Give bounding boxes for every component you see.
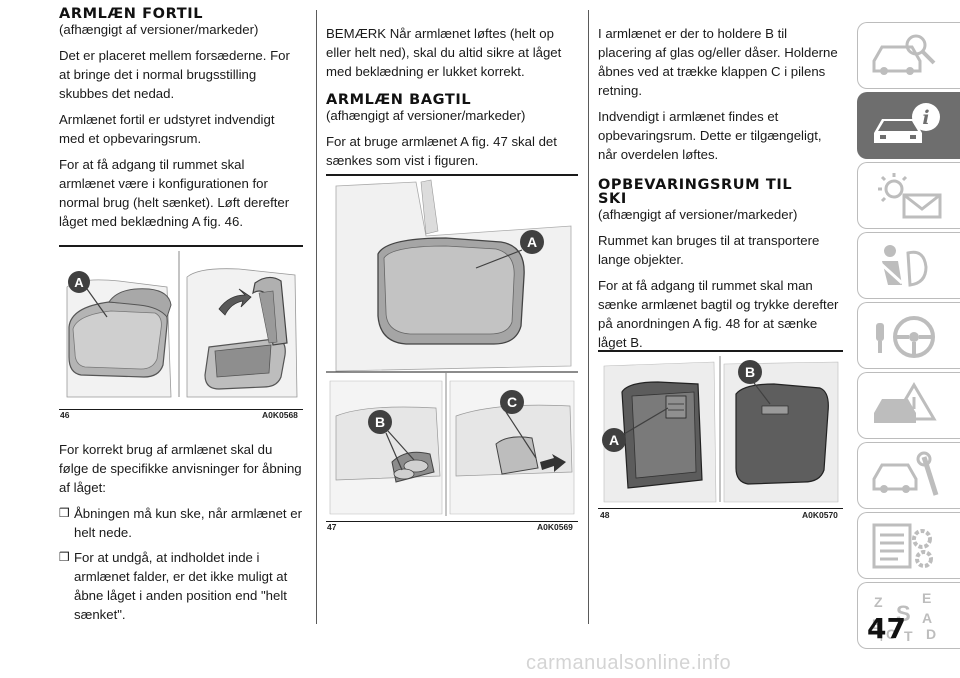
- heading-ski-compartment: OPBEVARINGSRUM TIL SKI: [598, 177, 843, 207]
- column-divider: [316, 10, 317, 624]
- figure-47: A B C: [326, 174, 578, 522]
- subheading-versions: (afhængigt af versioner/markeder): [326, 108, 526, 123]
- page-number: 47: [867, 612, 906, 645]
- armrest-rear-section: BEMÆRK Når armlænet løftes (helt op elle…: [326, 24, 578, 177]
- figure-48-number: 48: [600, 510, 610, 520]
- specifications-icon: [872, 523, 933, 569]
- figure-47-number: 47: [327, 522, 337, 532]
- checkbox-bullet-icon: ❒: [59, 506, 70, 520]
- figure-46-number: 46: [60, 410, 70, 420]
- paragraph: Rummet kan bruges til at transportere la…: [598, 233, 820, 267]
- figure-48-code: A0K0570: [802, 510, 838, 520]
- checkbox-bullet-icon: ❒: [59, 550, 70, 564]
- tab-index[interactable]: Z E S A B C T D I: [857, 582, 960, 649]
- armrest-rear-illustration: A B C: [326, 179, 578, 516]
- index-letter: E: [922, 590, 931, 606]
- tab-car-search[interactable]: [857, 22, 960, 89]
- bullet-text: Åbningen må kun ske, når armlænet er hel…: [74, 506, 302, 540]
- paragraph: For at få adgang til rummet skal man sæn…: [598, 278, 839, 350]
- paragraph: For at få adgang til rummet skal armlæne…: [59, 157, 290, 229]
- paragraph: Det er placeret mellem forsæderne. For a…: [59, 48, 290, 101]
- tab-car-info[interactable]: i: [857, 92, 960, 159]
- bullet-item: ❒ For at undgå, at indholdet inde i arml…: [59, 548, 303, 624]
- column-divider: [588, 10, 589, 624]
- lift-arrow-icon: [218, 288, 252, 316]
- airbag-safety-icon: [878, 245, 928, 287]
- paragraph: I armlænet er der to holdere B til place…: [598, 26, 838, 98]
- heading-line-1: OPBEVARINGSRUM TIL: [598, 177, 793, 193]
- note-paragraph: BEMÆRK Når armlænet løftes (helt op elle…: [326, 26, 562, 79]
- callout-a: A: [609, 432, 619, 448]
- subheading-versions: (afhængigt af versioner/markeder): [598, 207, 798, 222]
- emergency-icon: [874, 382, 937, 423]
- car-search-icon: [872, 34, 936, 75]
- heading-armrest-rear: ARMLÆN BAGTIL: [326, 92, 472, 108]
- figure-48: A B: [598, 350, 843, 509]
- ski-compartment-section: I armlænet er der to holdere B til place…: [598, 24, 843, 359]
- index-icon: Z E S A B C T D I: [872, 590, 936, 643]
- tab-specifications[interactable]: [857, 512, 960, 579]
- paragraph: For at bruge armlænet A fig. 47 skal det…: [326, 134, 557, 168]
- heading-line-2: SKI: [598, 191, 627, 207]
- callout-b: B: [375, 414, 385, 430]
- tab-maintenance[interactable]: [857, 442, 960, 509]
- callout-a: A: [527, 234, 537, 250]
- ski-compartment-illustration: A B: [602, 356, 839, 503]
- index-letter: A: [922, 610, 932, 626]
- index-letter: C: [886, 626, 896, 642]
- tab-safety[interactable]: [857, 232, 960, 299]
- index-letter: D: [926, 626, 936, 642]
- tab-warning-lights[interactable]: [857, 162, 960, 229]
- tab-emergency[interactable]: [857, 372, 960, 439]
- figure-47-code: A0K0569: [537, 522, 573, 532]
- index-letter: I: [880, 633, 883, 643]
- car-info-icon: i: [874, 103, 940, 143]
- svg-text:i: i: [922, 107, 929, 129]
- bullet-item: ❒ Åbningen må kun ske, når armlænet er h…: [59, 504, 303, 542]
- paragraph: Indvendigt i armlænet findes et opbevari…: [598, 109, 822, 162]
- steering-wheel-icon: [876, 316, 935, 358]
- callout-b: B: [745, 364, 755, 380]
- figure-46-code: A0K0568: [262, 410, 298, 420]
- index-letter: S: [896, 601, 911, 626]
- bullet-text: For at undgå, at indholdet inde i armlæn…: [74, 550, 288, 622]
- pull-arrow-icon: [540, 454, 566, 472]
- car-maintenance-icon: [872, 451, 939, 496]
- index-letter: Z: [874, 594, 883, 610]
- index-letter: T: [904, 628, 913, 643]
- warning-light-icon: [878, 173, 942, 219]
- watermark: carmanualsonline.info: [526, 652, 732, 674]
- heading-armrest-front: ARMLÆN FORTIL: [59, 6, 204, 22]
- callout-c: C: [507, 394, 517, 410]
- paragraph: Armlænet fortil er udstyret indvendigt m…: [59, 112, 275, 146]
- tab-starting-driving[interactable]: [857, 302, 960, 369]
- callout-a: A: [74, 275, 84, 290]
- armrest-front-illustration: A: [66, 251, 298, 398]
- armrest-front-section: ARMLÆN FORTIL (afhængigt af versioner/ma…: [59, 7, 303, 238]
- paragraph: For korrekt brug af armlænet skal du føl…: [59, 442, 302, 495]
- figure-46: A: [59, 245, 303, 410]
- subheading-versions: (afhængigt af versioner/markeder): [59, 22, 259, 37]
- armrest-front-instructions: For korrekt brug af armlænet skal du føl…: [59, 440, 303, 630]
- index-letter: B: [872, 616, 882, 632]
